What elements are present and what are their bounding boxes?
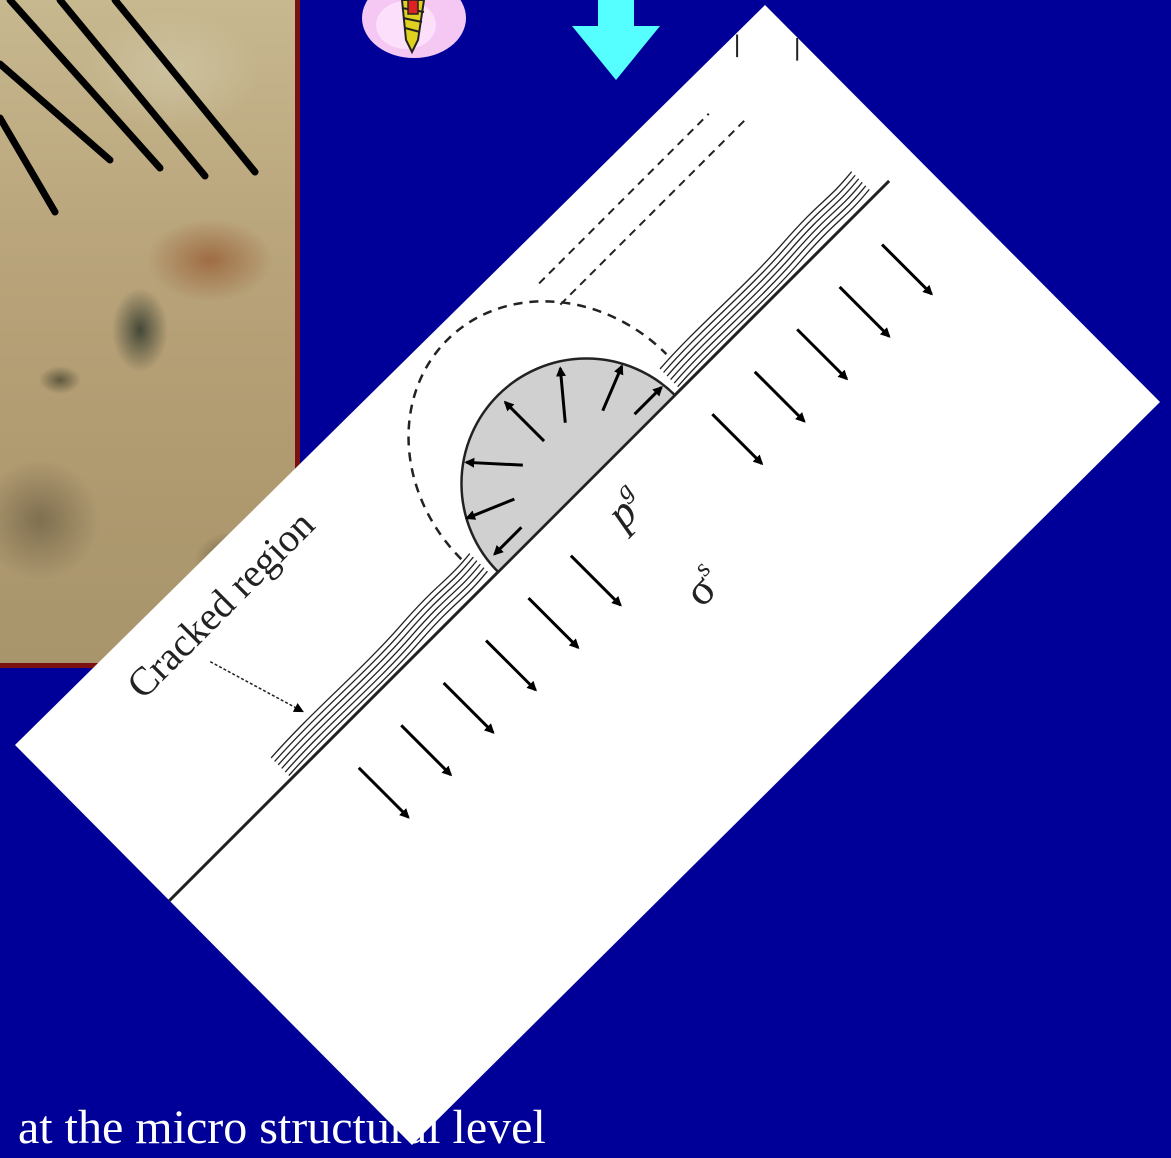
slide-caption: at the micro structural level bbox=[18, 1098, 546, 1158]
diagram-panel bbox=[15, 5, 1160, 1145]
